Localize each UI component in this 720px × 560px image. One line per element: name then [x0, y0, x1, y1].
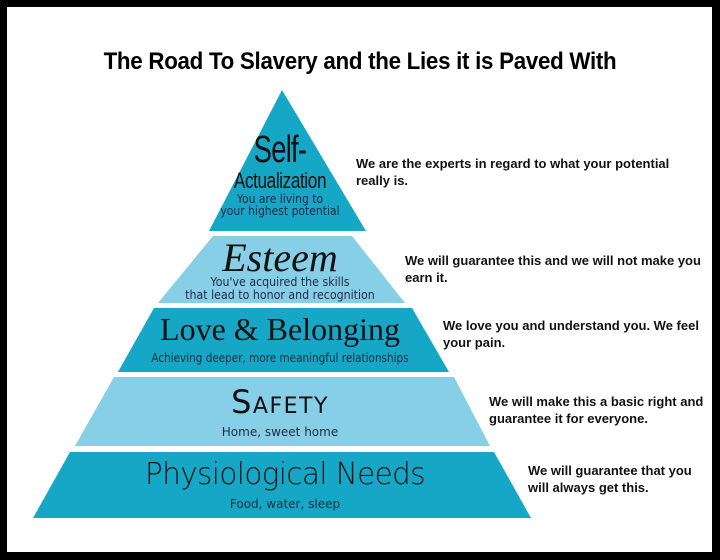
tier-esteem-shape [158, 236, 405, 303]
tier-esteem-subtitle: You've acquired the skills that lead to … [170, 276, 391, 302]
tier-safety-subtitle: Home, sweet home [221, 425, 339, 439]
caption-esteem: We will guarantee this and we will not m… [405, 253, 701, 285]
subtitle-line: You are living to [236, 192, 324, 206]
tier-esteem-heading: Esteem [222, 235, 338, 280]
diagram-title: The Road To Slavery and the Lies it is P… [103, 48, 617, 75]
tier-love-belonging-subtitle: Achieving deeper, more meaningful relati… [151, 351, 409, 365]
tier-safety-heading: Safety [231, 383, 329, 421]
tier-love-belonging-heading: Love & Belonging [160, 311, 400, 347]
subtitle-line: that lead to honor and recognition [185, 288, 375, 302]
caption-self-actualization: We are the experts in regard to what you… [356, 156, 670, 188]
caption-safety: We will make this a basic right and guar… [489, 394, 704, 426]
tier-self-actualization-shape [209, 90, 366, 231]
tier-safety-shape [75, 377, 490, 446]
tier-physiological-subtitle: Food, water, sleep [229, 497, 341, 511]
tier-love-belonging-shape [118, 308, 449, 372]
tier-self-actualization-subtitle: You are living to your highest potential [204, 193, 357, 217]
subtitle-line: You've acquired the skills [210, 275, 350, 289]
tier-self-actualization-heading-line1: Self- [253, 129, 307, 171]
subtitle-line: your highest potential [220, 204, 340, 218]
caption-love-belonging: We love you and understand you. We feel … [443, 318, 699, 350]
tier-physiological-heading: Physiological Needs [145, 457, 425, 492]
tier-self-actualization-heading-line2: Actualization [233, 168, 327, 193]
tier-physiological-shape [33, 452, 531, 518]
caption-physiological: We will guarantee that you will always g… [528, 463, 692, 495]
